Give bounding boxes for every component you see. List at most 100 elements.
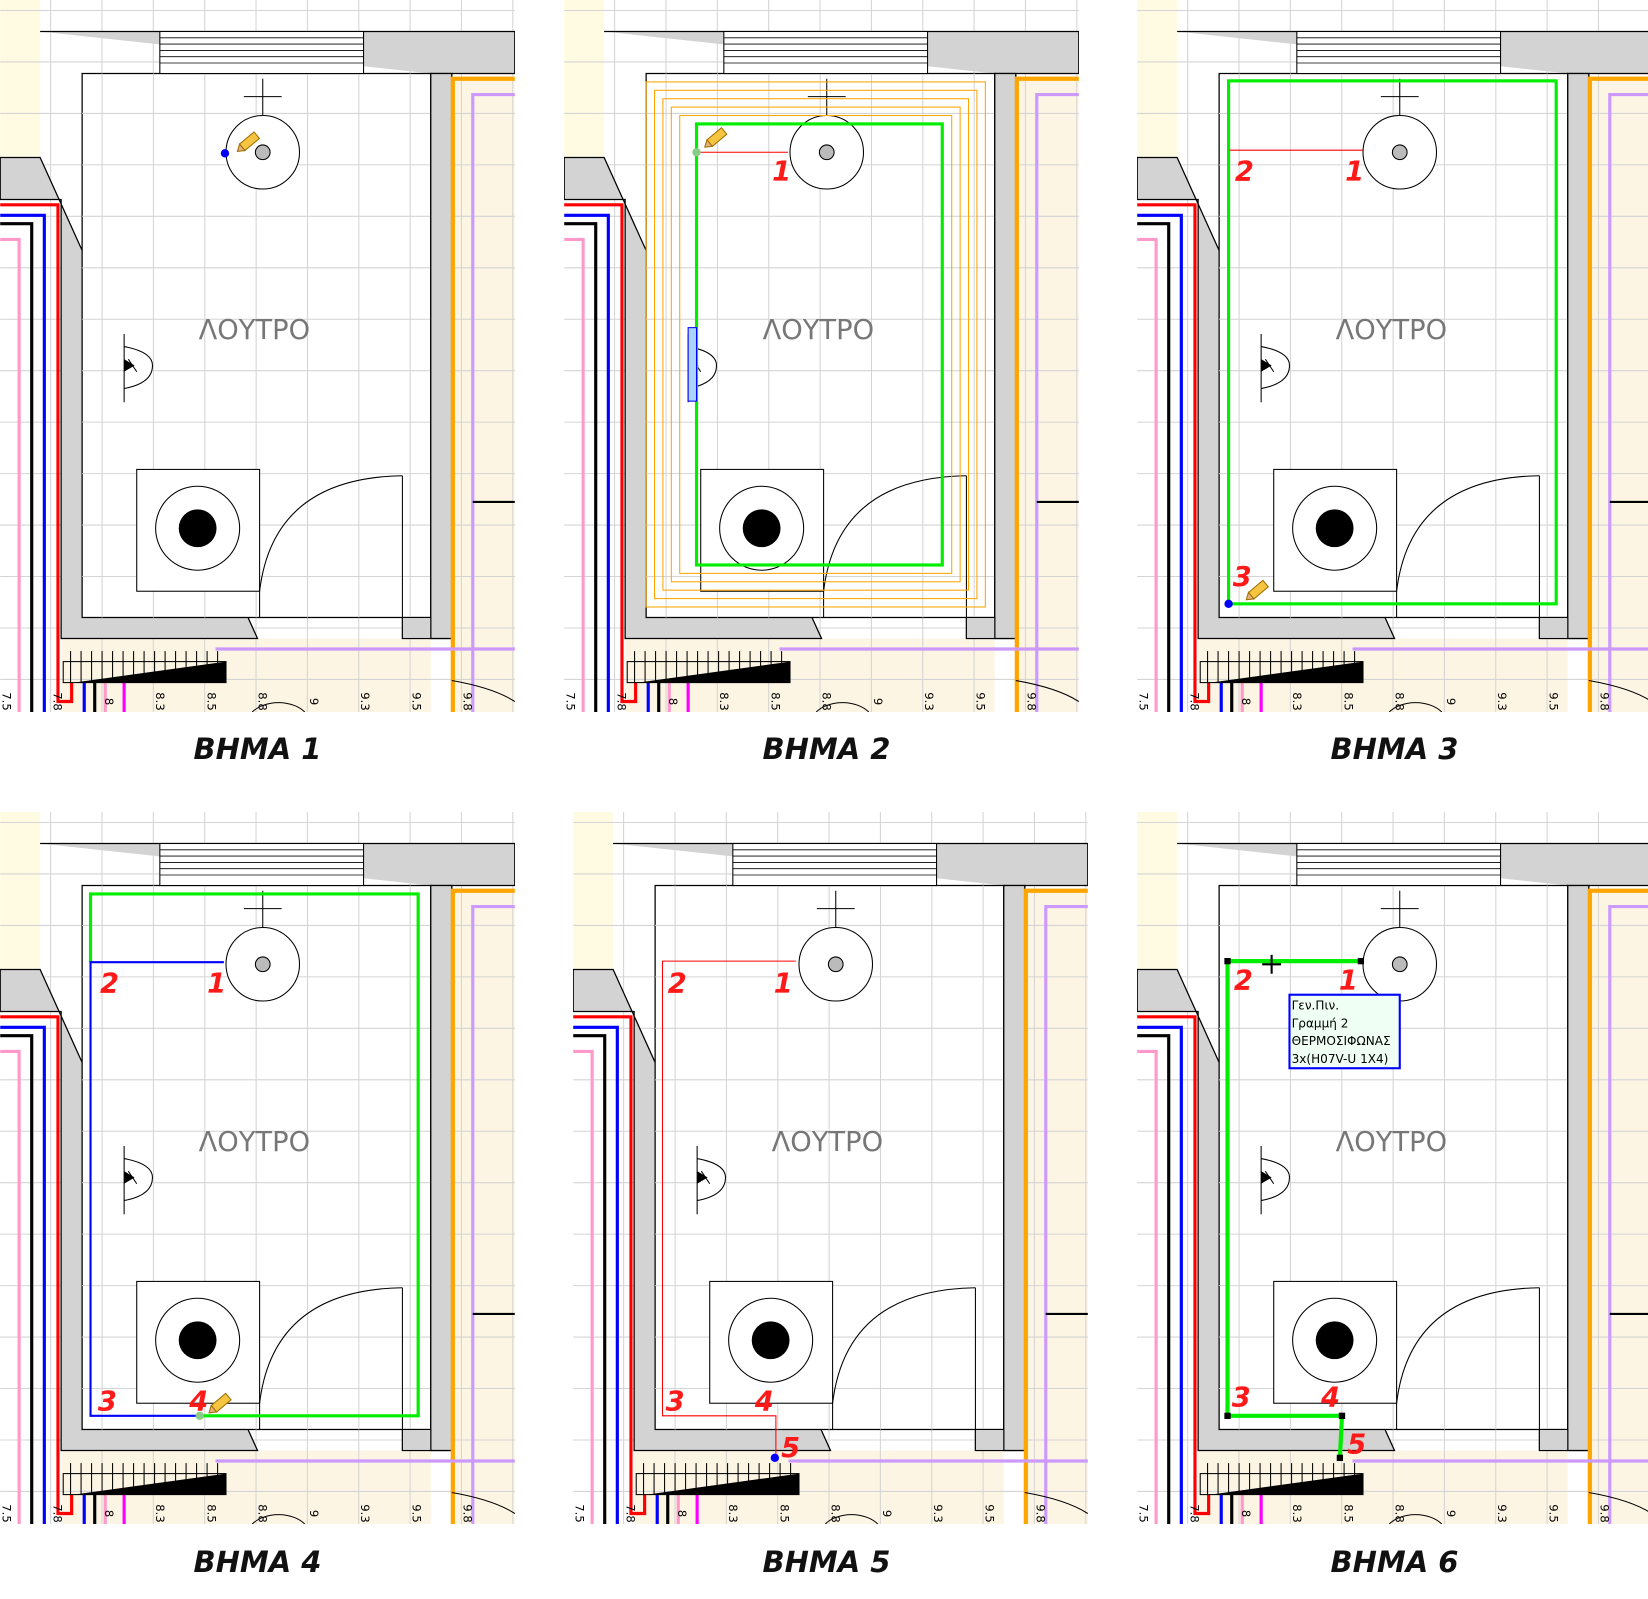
move-icon	[1262, 954, 1282, 974]
stair-ramp	[1210, 1473, 1363, 1495]
axis-tick-label: 9.3	[358, 1504, 372, 1522]
step-2-caption: BHMA 2	[762, 732, 891, 766]
floor-plan-step-6: 7.57.888.38.58.899.39.59.810ΛΟΥΤΡΟΓεν.Πι…	[1137, 812, 1648, 1524]
bidet-mark	[1264, 358, 1275, 373]
cable-route-area	[1227, 79, 1558, 606]
right-wall	[994, 72, 1017, 640]
black-pipe	[564, 222, 598, 712]
axis-tick-label: 7.8	[624, 1504, 638, 1522]
routing-zone	[645, 81, 986, 608]
axis-tick-label: 9.5	[1546, 692, 1560, 710]
bidet	[1260, 1145, 1291, 1215]
adjacent-area-right	[451, 78, 515, 712]
window	[723, 30, 929, 75]
axis-tick-label: 9	[871, 698, 885, 705]
adjacent-room-area	[564, 0, 605, 158]
red-pipe	[1137, 203, 1211, 704]
right-wall	[430, 884, 453, 1452]
room-label: ΛΟΥΤΡΟ	[1336, 315, 1447, 346]
axis-tick-label: 7.5	[1137, 1504, 1150, 1522]
right-wall	[1003, 884, 1026, 1452]
axis-tick-label: 7.8	[1188, 1504, 1202, 1522]
axis-tick-label: 9.5	[409, 692, 423, 710]
blue-pipe	[1137, 213, 1183, 712]
routing-zone	[654, 89, 978, 600]
black-pipe	[1137, 222, 1171, 712]
bidet-mark	[1261, 359, 1272, 372]
vertex-handle	[1336, 1454, 1344, 1461]
black-pipe	[1137, 1034, 1171, 1524]
red-pipe	[0, 1015, 74, 1516]
room-label: ΛΟΥΤΡΟ	[1336, 1127, 1447, 1158]
stair-ramp	[646, 1473, 799, 1495]
routing-zone	[670, 106, 961, 583]
axis-tick-label: 9.8	[461, 692, 475, 710]
bidet-mark	[127, 1170, 138, 1185]
point-label-1: 1	[1339, 965, 1358, 996]
step-5-caption: BHMA 5	[762, 1545, 891, 1579]
blue-pipe	[1137, 1025, 1183, 1524]
arc	[1024, 1491, 1088, 1514]
axis-tick-label: 9.8	[1034, 1504, 1048, 1522]
washbasin-drain	[1391, 144, 1408, 161]
axis-tick-label: 8.8	[829, 1504, 843, 1522]
axis-tick-label: 9.3	[922, 692, 936, 710]
bidet-mark	[127, 358, 138, 373]
axis-tick-label: 7.8	[51, 692, 65, 710]
endpoint-marker	[1224, 599, 1233, 609]
toilet-bowl	[1315, 509, 1354, 548]
purple-pipe	[1035, 92, 1079, 712]
step-1-caption: BHMA 1	[193, 732, 322, 766]
window	[1296, 842, 1502, 887]
bidet-mark	[697, 1171, 708, 1184]
arc	[1388, 702, 1443, 712]
washbasin-drain	[254, 956, 271, 973]
door-swing	[1396, 475, 1540, 592]
axis-tick-label: 8.5	[1341, 692, 1355, 710]
red-pipe	[573, 1015, 647, 1516]
orange-pipe	[450, 888, 515, 1524]
right-wall	[1567, 72, 1590, 640]
axis-tick-label: 10	[1085, 1506, 1088, 1521]
axis-tick-label: 8.8	[256, 692, 270, 710]
axis-tick-label: 8.3	[1290, 1504, 1304, 1522]
wall-stub	[401, 616, 432, 640]
window	[159, 842, 365, 887]
pink-pipe	[573, 1049, 594, 1524]
step-3-caption: BHMA 3	[1330, 732, 1459, 766]
pencil-icon	[1245, 579, 1270, 601]
point-label-2: 2	[668, 969, 687, 1000]
pencil-tip	[1245, 591, 1255, 601]
stair-ramp	[73, 1473, 226, 1495]
pink-pipe	[1137, 1049, 1158, 1524]
bidet-mark	[124, 359, 135, 372]
axis-tick-label: 10	[512, 694, 515, 709]
axis-tick-label: 7.8	[615, 692, 629, 710]
window	[1296, 30, 1502, 75]
bidet-mark	[124, 1171, 135, 1184]
axis-tick-label: 8	[1239, 1510, 1253, 1517]
toilet-bowl	[178, 1321, 217, 1360]
step-6-caption: BHMA 6	[1330, 1545, 1459, 1579]
selected-fixture	[687, 327, 698, 402]
cable-line	[89, 961, 224, 1417]
adjacent-room-area	[1137, 812, 1178, 970]
toilet-bowl	[742, 509, 781, 548]
purple-pipe	[1044, 904, 1088, 1524]
tooltip-line: ΘΕΡΜΟΣΙΦΩΝΑΣ	[1292, 1034, 1391, 1048]
blue-pipe	[573, 1025, 619, 1524]
axis-tick-label: 9	[307, 1510, 321, 1517]
door-swing	[832, 1287, 976, 1404]
point-label-4: 4	[1320, 1382, 1340, 1413]
arc	[824, 1514, 879, 1524]
routing-zone	[679, 114, 953, 574]
point-label-2: 2	[1235, 157, 1254, 188]
endpoint-marker	[220, 149, 230, 158]
tooltip-line: 3x(H07V-U 1X4)	[1292, 1052, 1389, 1066]
red-pipe	[0, 203, 74, 704]
point-label-1: 1	[774, 969, 793, 1000]
